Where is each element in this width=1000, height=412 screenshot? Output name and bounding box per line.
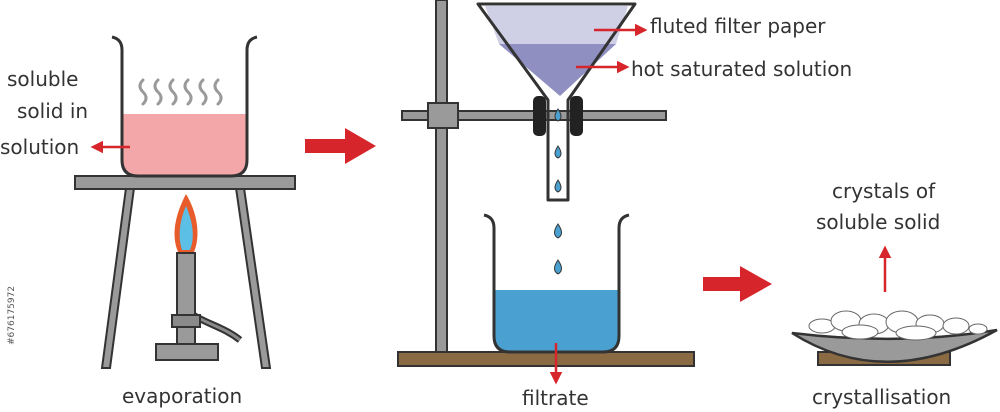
- funnel-solution: [499, 44, 616, 96]
- tripod-leg-left: [100, 187, 136, 369]
- funnel-clamp-left: [533, 96, 546, 136]
- stand-base: [397, 351, 695, 367]
- soluble-solid-label-1: soluble: [7, 67, 78, 91]
- burner-base: [155, 343, 219, 361]
- burner-tube: [176, 252, 196, 345]
- crystallisation-setup: [791, 245, 998, 366]
- filtrate-label: filtrate: [522, 386, 589, 410]
- process-arrow-2: [703, 266, 772, 302]
- soluble-solid-label-3: solution: [0, 135, 79, 159]
- fluted-filter-paper-label: fluted filter paper: [650, 14, 826, 38]
- hot-saturated-solution-label: hot saturated solution: [631, 57, 852, 81]
- filtrate-liquid: [494, 290, 619, 352]
- evaporation-beaker: [111, 35, 258, 178]
- process-arrow-1: [305, 128, 376, 164]
- tripod-leg-right: [234, 187, 272, 369]
- filter-funnel: [476, 2, 637, 202]
- evaporation-label: evaporation: [122, 384, 242, 408]
- falling-drops: [554, 223, 562, 275]
- crystals-label-1: crystals of: [832, 179, 936, 203]
- boss-head: [427, 102, 459, 129]
- stock-id: #676175972: [7, 286, 17, 345]
- evaporation-solution: [122, 114, 247, 176]
- soluble-solid-label-2: solid in: [17, 99, 88, 123]
- filtration-setup: [397, 0, 695, 385]
- funnel-clamp-right: [570, 96, 583, 136]
- flame-inner: [179, 206, 193, 250]
- stand-rod: [435, 0, 448, 353]
- evaporation-setup: [74, 35, 296, 369]
- filter-paper: [485, 6, 628, 44]
- tripod-top: [74, 175, 296, 190]
- crystals-label-2: soluble solid: [816, 210, 940, 234]
- crystals-icon: [808, 310, 988, 341]
- drops-in-stem: [554, 108, 562, 193]
- steam-icon: [138, 78, 223, 106]
- crystallisation-label: crystallisation: [812, 385, 951, 409]
